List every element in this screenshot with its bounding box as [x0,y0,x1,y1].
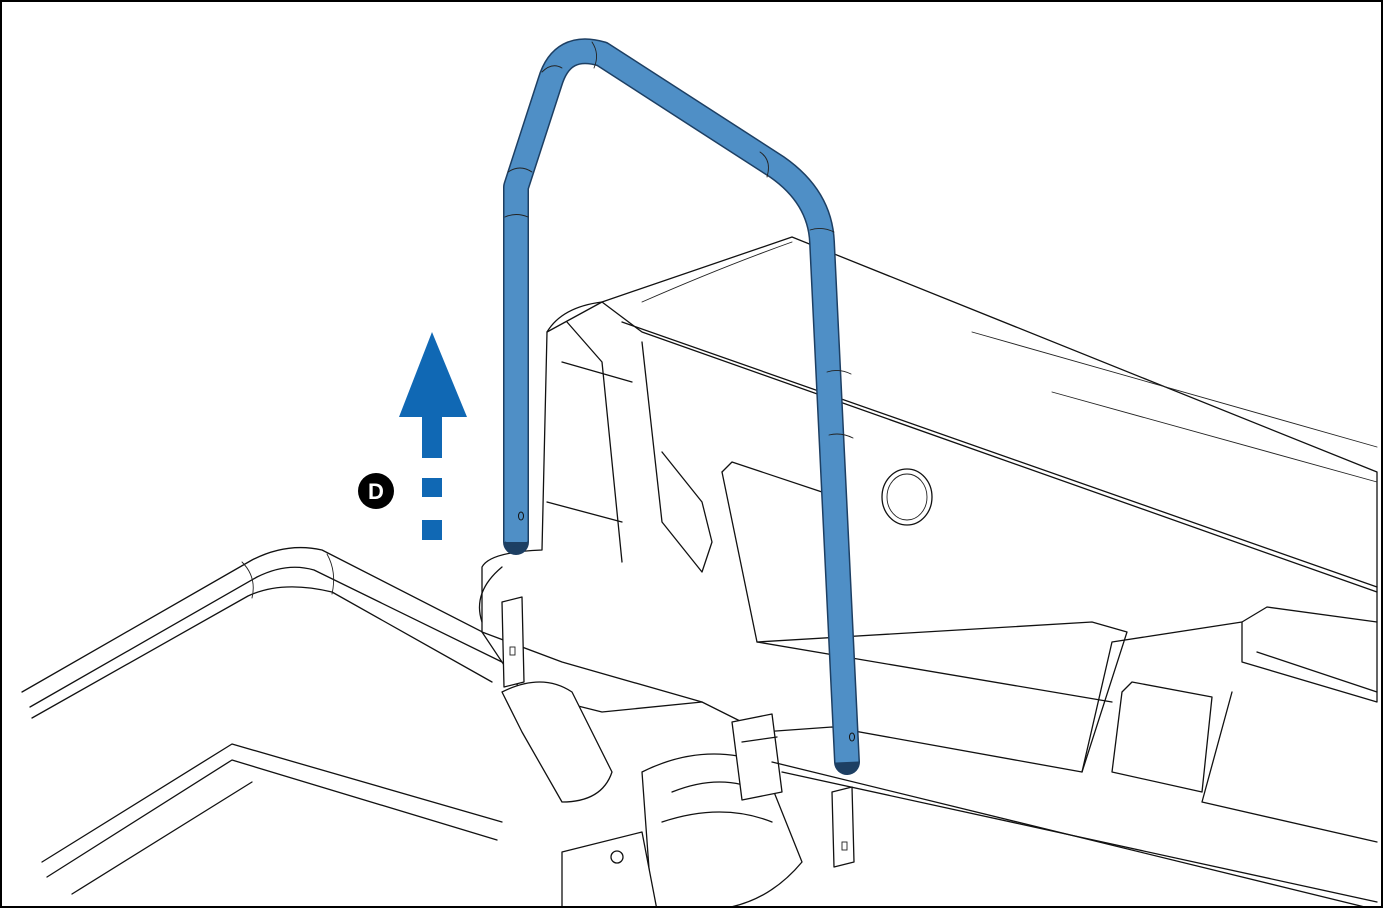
arrow-up-icon [399,332,467,540]
bed-base [478,236,1378,843]
step-label: D [368,479,384,504]
hinge-mechanism [501,596,1378,906]
side-rail [503,38,860,775]
step-badge-icon: D [358,473,394,509]
bed-frame-left [21,546,503,895]
